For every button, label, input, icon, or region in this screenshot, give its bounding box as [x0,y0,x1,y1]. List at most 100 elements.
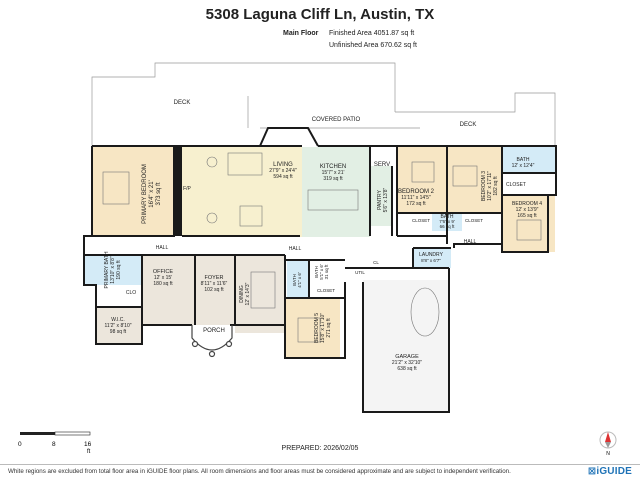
living-fill [182,147,302,237]
bath-low-label: BATH [292,274,297,286]
furniture [102,152,542,343]
living-label: LIVING [273,162,293,168]
bath-low2-label: BATH [314,266,319,278]
garage-area: 638 sq ft [397,366,417,372]
bath-low-dims: 4'1" x 6' [297,272,302,288]
wic-label: W.I.C. [111,317,125,323]
bath-low-fill [287,260,309,298]
disclaimer: White regions are excluded from total fl… [8,468,511,475]
primary-bath-area: 190 sq ft [116,260,122,280]
room-fills [84,147,555,412]
garage-dims: 21'2" x 32'10" [392,360,422,366]
bath-top-label: BATH [517,157,530,163]
primary-bedroom-area: 373 sq ft [156,182,162,205]
kitchen-area: 319 sq ft [323,176,343,182]
prepared-date: PREPARED: 2026/02/05 [281,445,359,452]
kitchen-dims: 15'7" x 21' [322,170,345,176]
level-name: Main Floor [283,30,319,37]
primary-bath-label: PRIMARY BATH [104,251,110,288]
bedroom2-fill [397,147,447,213]
porch-label: PORCH [203,328,225,334]
bedroom5-area: 271 sq ft [326,318,332,338]
logo-icon: ⊠ [587,466,597,477]
bedroom2-label: BEDROOM 2 [398,189,435,195]
kitchen-label: KITCHEN [320,164,346,170]
compass-north-label: N [606,451,610,457]
wic-fill [96,307,142,344]
fireplace-wall [175,147,182,236]
walls [83,127,557,413]
dining-fill [235,255,285,333]
bedroom5-label: BEDROOM 5 [314,313,320,343]
unfinished-area: Unfinished Area 670.62 sq ft [329,42,417,49]
bedroom2-area: 172 sq ft [406,201,426,207]
bath-low2-area: 31 sq ft [324,264,329,280]
hall-left-label: HALL [156,245,169,251]
office-label: OFFICE [153,269,173,275]
page-title: 5308 Laguna Cliff Ln, Austin, TX [205,6,435,23]
dining-label: DINING [239,285,245,303]
garage-fill [363,280,449,412]
office-dims: 12' x 15' [154,275,172,281]
pantry-label: PANTRY [377,189,383,209]
serv-label: SERV [374,162,390,168]
foyer-dims: 8'11" x 11'6" [201,281,228,287]
fp-label: F/P [183,186,191,192]
bath-mid-label: BATH [441,214,454,220]
scale-tick-0: 0 [18,441,22,448]
bath-mid-area: 66 sq ft [440,224,456,229]
closet-a-label: CLOSET [412,218,430,223]
porch [191,325,233,358]
room-labels: DECK COVERED PATIO DECK PORCH PRIMARY BE… [104,100,542,372]
bath-top-fill [503,147,555,173]
clo-label: CLO [126,290,136,296]
office-fill [143,255,195,325]
hall-center-label: HALL [289,246,302,252]
laundry-label: LAUNDRY [419,252,443,258]
primary-bath-dims: 13'10" x 8'8" [110,256,116,284]
scale-bar: 0 8 16 ft [18,431,92,455]
scale-tick-16: 16 [84,441,92,448]
bath-mid-dims: 7'6" x 9' [439,219,455,224]
bedroom4-label: BEDROOM 4 [512,201,542,207]
foyer-fill [195,255,235,325]
scale-unit: ft [87,449,91,455]
primary-bedroom-fill [92,147,174,235]
dining-dims: 12' x 14'3" [245,282,251,305]
cl-label: CL [373,260,379,265]
primary-bedroom-label: PRIMARY BEDROOM [142,164,148,224]
bedroom3-dims: 10'2" x 17'11" [487,171,493,201]
bath-top-dims: 12' x 12'4" [512,163,535,169]
laundry-fill [413,248,451,268]
bedroom4-fill [503,195,555,252]
foyer-label: FOYER [205,275,224,281]
hall-right-label: HALL [464,239,477,245]
pantry-fill [370,166,392,226]
kitchen-fill [302,147,370,237]
office-area: 180 sq ft [153,281,173,287]
bedroom5-dims: 15'8" x 17'10" [320,313,326,343]
wic-area: 98 sq ft [110,329,127,335]
bedroom4-dims: 12' x 13'9" [516,207,539,213]
wic-dims: 11'2" x 8'10" [104,323,131,329]
scale-tick-8: 8 [52,441,56,448]
iguide-logo: ⊠iGUIDE [588,466,632,477]
bedroom2-dims: 11'11" x 14'5" [401,195,431,201]
closet-b3-label: CLOSET [506,182,526,188]
closet-b-label: CLOSET [465,218,483,223]
pantry-dims: 5'6" x 13'8" [383,187,389,212]
bedroom3-area: 182 sq ft [493,176,499,196]
garage-label: GARAGE [395,354,419,360]
deck-outlines [91,62,556,147]
deck-left-label: DECK [174,100,191,106]
bedroom3-fill [448,147,502,213]
area-summary: Main Floor Finished Area 4051.87 sq ft Un… [283,28,417,52]
bedroom3-label: BEDROOM 3 [481,171,487,201]
living-area: 594 sq ft [273,174,293,180]
covered-patio-label: COVERED PATIO [312,117,361,123]
closet-low-label: CLOSET [317,288,335,293]
logo-text: iGUIDE [596,466,632,477]
bath-low2-dims: 5'1" x 6' [319,264,324,280]
bedroom5-fill [285,298,340,358]
finished-area: Finished Area 4051.87 sq ft [329,30,415,37]
